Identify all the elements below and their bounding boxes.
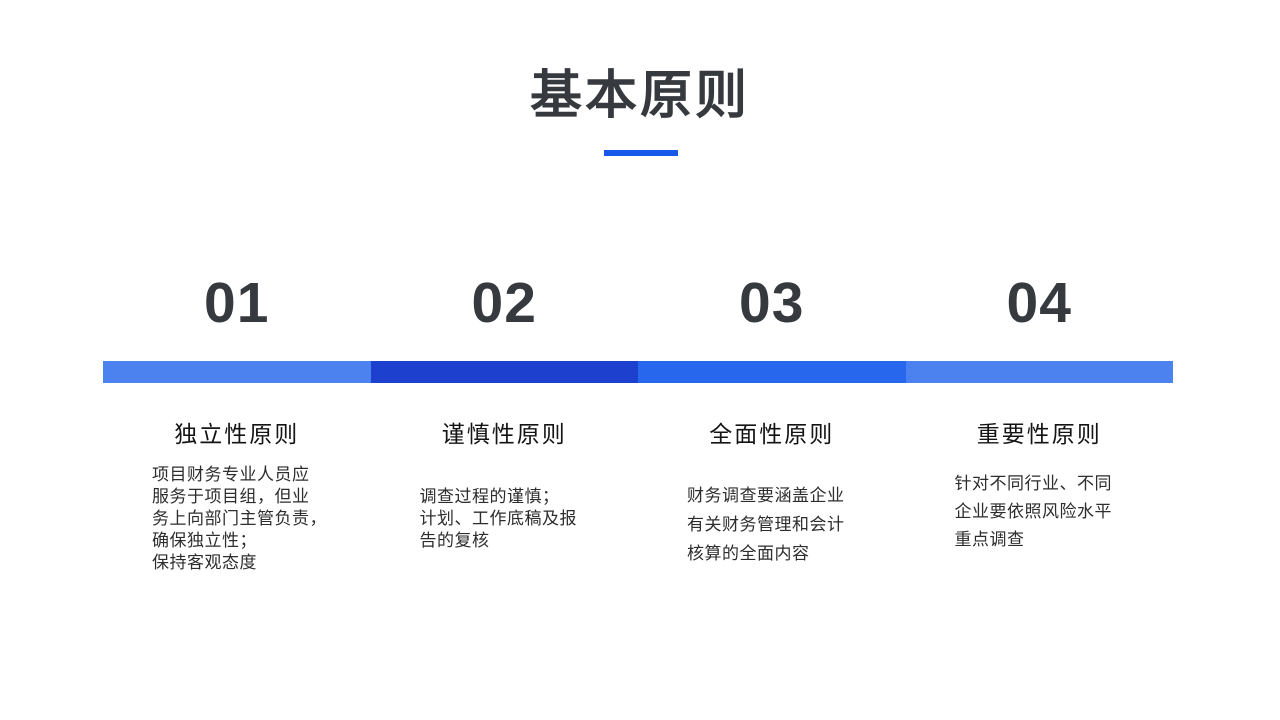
slide-title: 基本原则 (529, 67, 750, 125)
principle-heading: 重要性原则 (976, 422, 1102, 447)
bar-segment-2 (370, 361, 638, 383)
principle-heading: 独立性原则 (174, 422, 300, 447)
principle-heading: 全面性原则 (709, 422, 835, 447)
step-numbers-row: 01 02 03 04 (103, 272, 1173, 334)
title-underline-accent (604, 150, 678, 156)
principle-body: 项目财务专业人员应 服务于项目组，但业 务上向部门主管负责， 确保独立性； 保持… (152, 465, 327, 572)
step-number-2: 02 (471, 271, 537, 335)
principle-body: 财务调查要涵盖企业 有关财务管理和会计 核算的全面内容 (687, 486, 845, 563)
principle-heading: 谨慎性原则 (441, 422, 567, 447)
principle-body: 针对不同行业、不同 企业要依照风险水平 重点调查 (954, 474, 1112, 549)
principle-body: 调查过程的谨慎； 计划、工作底稿及报 告的复核 (419, 487, 577, 550)
principle-column-independence: 独立性原则 项目财务专业人员应 服务于项目组，但业 务上向部门主管负责， 确保独… (103, 421, 371, 574)
bar-segment-4 (905, 361, 1173, 383)
bar-segment-1 (103, 361, 371, 383)
principle-column-materiality: 重要性原则 针对不同行业、不同 企业要依照风险水平 重点调查 (906, 421, 1174, 574)
principle-column-comprehensiveness: 全面性原则 财务调查要涵盖企业 有关财务管理和会计 核算的全面内容 (638, 421, 906, 574)
principle-column-prudence: 谨慎性原则 调查过程的谨慎； 计划、工作底稿及报 告的复核 (371, 421, 639, 574)
principles-content-row: 独立性原则 项目财务专业人员应 服务于项目组，但业 务上向部门主管负责， 确保独… (103, 421, 1173, 574)
step-number-3: 03 (739, 271, 805, 335)
step-number-1: 01 (204, 271, 270, 335)
segmented-accent-bar (103, 361, 1173, 383)
bar-segment-3 (638, 361, 906, 383)
step-number-4: 04 (1006, 271, 1072, 335)
